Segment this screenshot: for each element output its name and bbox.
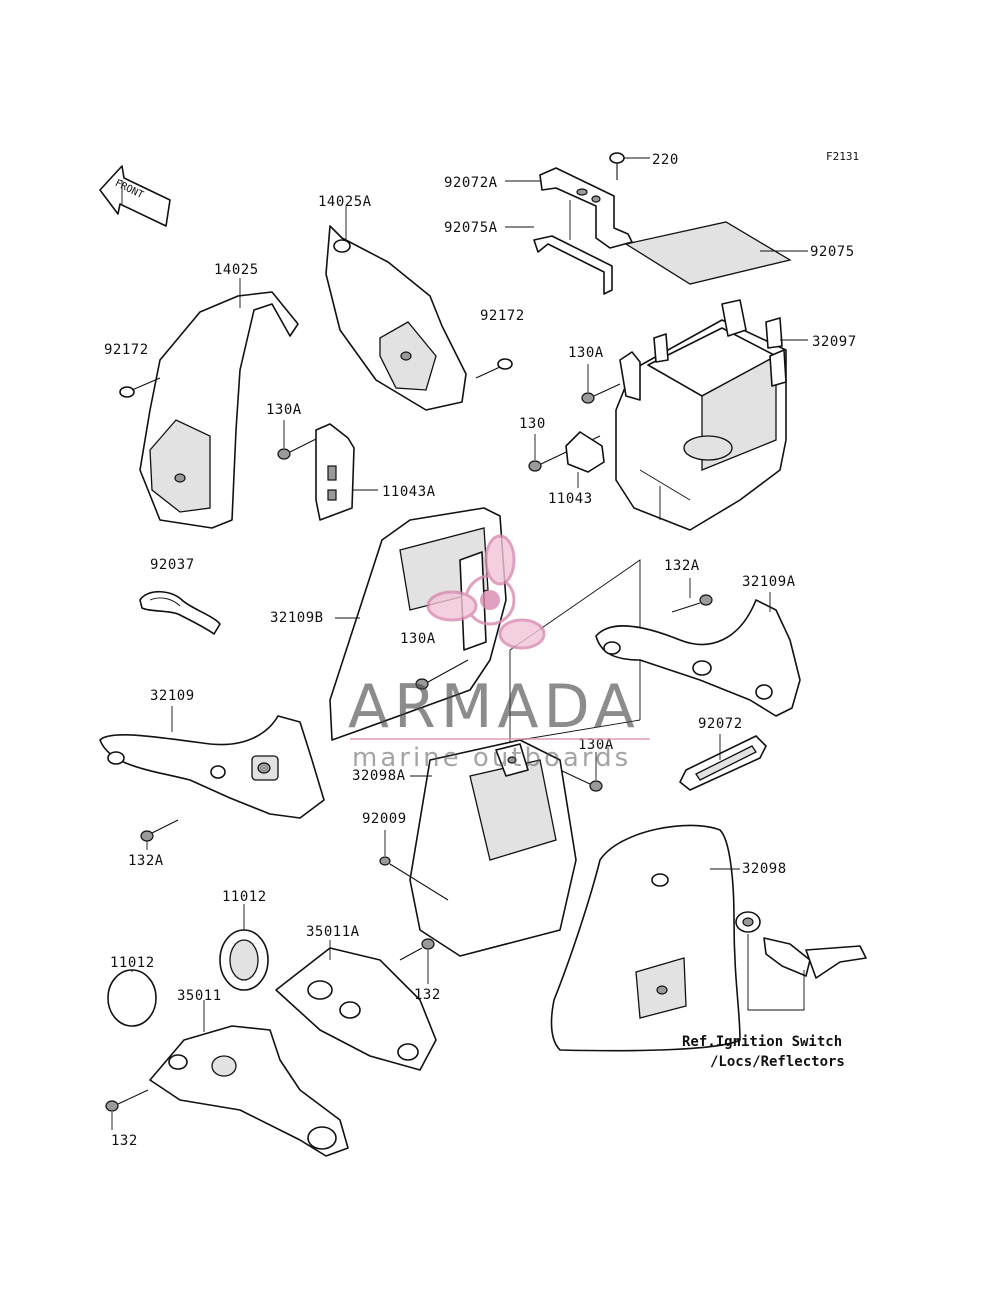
callout-130A-d: 130A [578, 737, 614, 753]
bracket-35011 [149, 1000, 349, 1157]
bracket-35011A [275, 940, 437, 1071]
callout-11012-a: 11012 [222, 889, 267, 905]
ignition-lock-and-keys [735, 911, 867, 1011]
watermark-brand: ARMADA [348, 672, 640, 742]
callout-32097: 32097 [812, 334, 857, 350]
callout-130A-a: 130A [266, 402, 302, 418]
cover-14025A [325, 206, 467, 411]
callout-130A-c: 130A [400, 631, 436, 647]
callout-92037: 92037 [150, 557, 195, 573]
callout-92009: 92009 [362, 811, 407, 827]
watermark-rule [350, 738, 650, 740]
screw-92172-left [119, 377, 161, 398]
callout-132A-b: 132A [128, 853, 164, 869]
callout-92075A: 92075A [444, 220, 498, 236]
bolt-132A-b [140, 819, 179, 850]
callout-92075: 92075 [810, 244, 855, 260]
bolt-132A-a [671, 578, 713, 613]
handle-32109A [595, 592, 801, 717]
callout-11043A: 11043A [382, 484, 436, 500]
bracket-92075A [505, 226, 613, 295]
callout-14025A: 14025A [318, 194, 372, 210]
callout-14025: 14025 [214, 262, 259, 278]
cover-14025 [139, 278, 299, 529]
reference-note-line1: Ref.Ignition Switch [682, 1034, 843, 1050]
screw-92172-right [475, 358, 513, 379]
bolt-132-a [399, 938, 435, 984]
watermark-tagline: marine outboards [352, 743, 632, 773]
callout-35011A: 35011A [306, 924, 360, 940]
bracket-11043 [565, 431, 605, 488]
bracket-11043A [315, 423, 378, 521]
front-direction-arrow [99, 165, 171, 227]
pad-92075 [624, 221, 808, 285]
grommet-11012-b [107, 969, 157, 1027]
callout-11043: 11043 [548, 491, 593, 507]
reference-note-line2: /Locs/Reflectors [710, 1054, 845, 1070]
watermark-logo [426, 534, 546, 650]
bolt-130A-a [277, 420, 319, 460]
callout-132A-a: 132A [664, 558, 700, 574]
callout-92172-right: 92172 [480, 308, 525, 324]
bolt-132-b [105, 1089, 149, 1130]
cover-32098 [550, 824, 741, 1052]
callout-92172-left: 92172 [104, 342, 149, 358]
bracket-92072 [679, 734, 767, 791]
callout-32098A: 32098A [352, 768, 406, 784]
callout-11012-b: 11012 [110, 955, 155, 971]
callout-130: 130 [519, 416, 546, 432]
side-cover-32109B [329, 507, 507, 741]
callout-92072: 92072 [698, 716, 743, 732]
figure-id: F2131 [826, 150, 860, 163]
battery-case-32097 [615, 299, 808, 531]
callout-32109A: 32109A [742, 574, 796, 590]
grommet-11012-a [219, 904, 269, 991]
callout-32109: 32109 [150, 688, 195, 704]
callout-32109B: 32109B [270, 610, 324, 626]
bolt-220 [609, 152, 650, 180]
callout-130A-b: 130A [568, 345, 604, 361]
callout-132-b: 132 [111, 1133, 138, 1149]
bolt-130A-b [581, 364, 621, 404]
clamp-92037 [139, 590, 221, 635]
tool-case-32098A [409, 739, 577, 957]
callout-35011: 35011 [177, 988, 222, 1004]
screw-92009 [379, 830, 449, 901]
bolt-130A-d [559, 752, 603, 792]
handle-32109 [99, 706, 325, 819]
callout-92072A: 92072A [444, 175, 498, 191]
callout-220: 220 [652, 152, 679, 168]
bolt-130A-c [415, 659, 469, 690]
callout-32098: 32098 [742, 861, 787, 877]
callout-132-a: 132 [414, 987, 441, 1003]
bracket-92072A [505, 167, 633, 249]
